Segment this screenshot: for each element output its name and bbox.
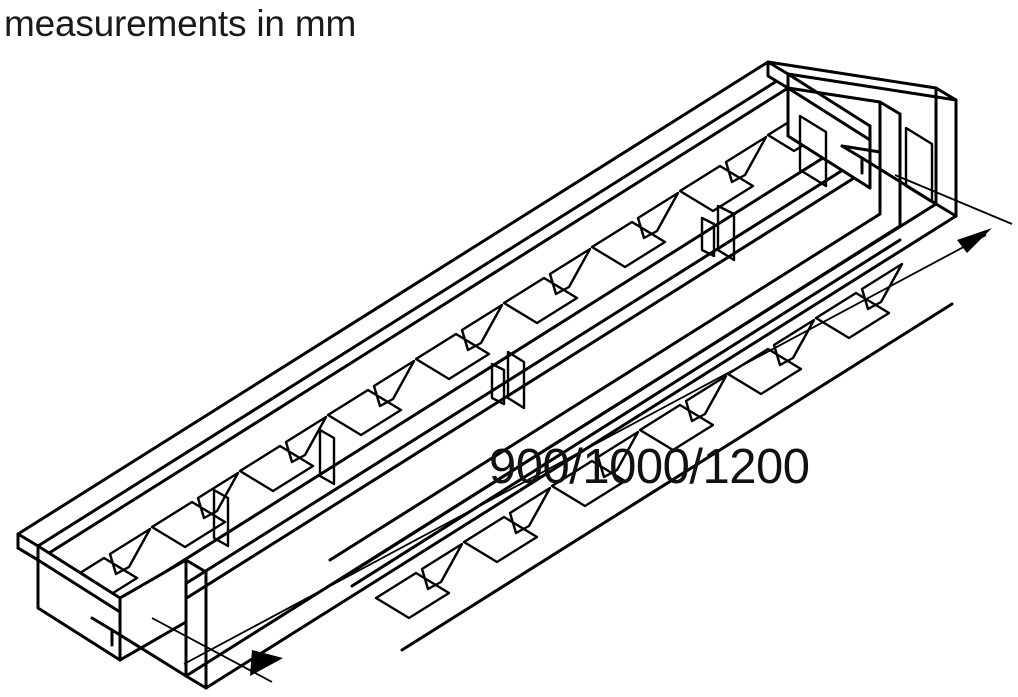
lattice-opening	[238, 444, 315, 493]
end-cap-bottom-front	[110, 628, 188, 678]
end-cap-near-bottom	[184, 674, 208, 690]
near-rail-inner-web-front	[350, 224, 902, 574]
splice-plate	[716, 204, 736, 262]
far-rail-bottom-flange-front-edge	[110, 156, 864, 632]
far-cap-near-bottom	[934, 202, 958, 218]
far-rail-lattice-openings	[62, 113, 828, 605]
lattice-opening	[726, 347, 803, 396]
lattice-brace-opening	[508, 486, 552, 535]
far-rail-bottom-flange-bottom-edge	[110, 171, 864, 647]
lattice-brace-opening	[420, 542, 464, 591]
far-rail-top-flange-top-edge	[16, 60, 770, 536]
near-rail-bottom-chord-top	[400, 302, 954, 652]
splice-tab	[490, 362, 506, 406]
lattice-opening	[326, 388, 403, 437]
far-cap-top-rear-edge	[766, 60, 938, 90]
lattice-opening	[590, 220, 667, 269]
splice-tab	[700, 216, 716, 258]
length-dimension-label: 900/1000/1200	[489, 440, 810, 494]
near-rail-splice-joint	[490, 204, 736, 410]
end-cap-inner-edge	[36, 558, 122, 614]
cross-member-stub	[212, 488, 230, 548]
lattice-brace-opening	[108, 527, 152, 576]
lattice-opening	[374, 571, 451, 620]
lattice-opening	[814, 291, 891, 340]
lattice-opening	[462, 515, 539, 564]
far-end-cap	[766, 60, 958, 228]
lattice-brace-opening	[548, 247, 592, 296]
lattice-brace-opening	[724, 135, 768, 184]
dimension-extension-line-far	[894, 174, 1013, 225]
near-rail-inner-web-top	[328, 212, 882, 562]
far-cap-mid-edge	[840, 144, 882, 154]
lattice-brace-opening	[772, 318, 816, 367]
far-rail-assembly	[16, 60, 864, 647]
lattice-brace-opening	[372, 359, 416, 408]
near-rail-lattice-openings	[374, 262, 904, 620]
far-cap-top-inner-edge	[786, 86, 882, 104]
far-cap-inner-edge	[786, 86, 872, 142]
far-cap-web-opening-2	[904, 126, 934, 204]
arrowhead-down-left-icon	[250, 650, 283, 676]
unit-note-label: measurements in mm	[4, 3, 357, 44]
dimension-line	[183, 234, 987, 665]
far-rail-web-lower-edge	[90, 144, 844, 620]
lattice-opening	[550, 459, 627, 508]
splice-plate	[506, 350, 526, 410]
lattice-opening	[638, 403, 715, 452]
lattice-brace-opening	[596, 430, 640, 479]
lattice-brace-opening	[284, 415, 328, 464]
lattice-brace-opening	[196, 471, 240, 520]
near-end-cap	[16, 532, 208, 690]
lattice-brace-opening	[860, 262, 904, 311]
lattice-brace-opening	[684, 374, 728, 423]
near-rail-inner-web-bottom	[350, 238, 902, 588]
lattice-opening	[502, 276, 579, 325]
lattice-brace-opening	[460, 303, 504, 352]
lattice-brace-opening	[636, 191, 680, 240]
end-cap-inner-edge	[16, 546, 40, 562]
far-cap-web-opening	[798, 114, 828, 188]
far-rail-top-flange-front-edge	[36, 72, 790, 548]
lattice-opening	[678, 164, 755, 213]
end-cap-top-flange-face	[16, 532, 40, 562]
end-cap-near-top	[184, 558, 208, 574]
length-dimension-group	[151, 174, 1013, 683]
far-cap-top-front-edge	[786, 72, 958, 102]
arrowhead-up-right-icon	[957, 228, 992, 253]
cross-member-stub	[318, 428, 336, 486]
near-rail-cross-members	[212, 428, 336, 548]
lattice-opening	[414, 332, 491, 381]
lattice-opening	[150, 500, 227, 549]
far-cap-inner-top	[878, 100, 902, 116]
far-rail-top-flange-bottom-edge	[36, 86, 790, 562]
